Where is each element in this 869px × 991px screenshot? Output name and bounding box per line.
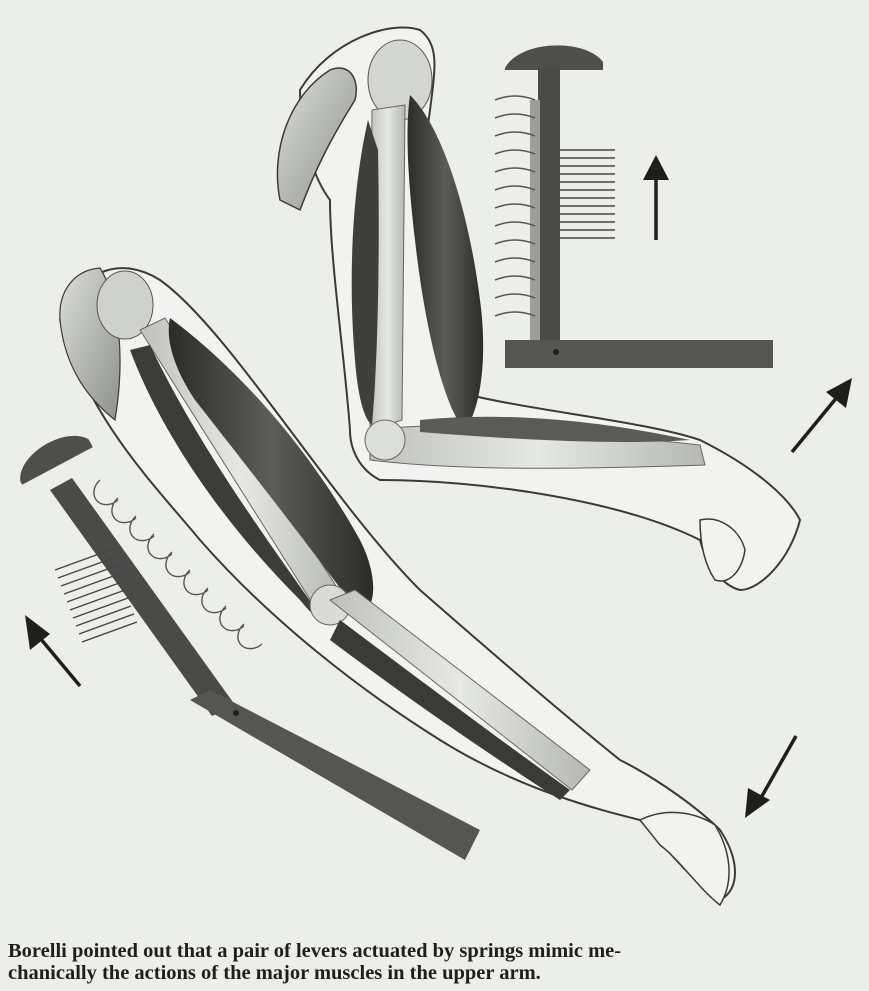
upright-lever-shaft xyxy=(538,68,560,348)
upright-short-spring xyxy=(560,150,615,238)
caption-line-2: chanically the actions of the major musc… xyxy=(8,962,858,984)
figure-caption: Borelli pointed out that a pair of lever… xyxy=(8,940,858,984)
arrow-up-left-icon xyxy=(25,615,80,686)
flexed-elbow-joint xyxy=(365,420,405,460)
extended-hand xyxy=(640,812,729,905)
upright-lever-base xyxy=(505,340,773,368)
borelli-arm-lever-illustration xyxy=(0,0,869,930)
upright-lever-pivot xyxy=(553,349,559,355)
arrow-up-right-icon xyxy=(792,378,852,452)
upright-lever-model xyxy=(495,45,773,368)
arrow-down-left-icon xyxy=(745,736,796,818)
upright-long-spring xyxy=(495,96,535,316)
diagonal-lever-pivot xyxy=(233,710,239,716)
diagonal-lever-cap xyxy=(11,425,93,484)
upright-lever-cap xyxy=(505,45,603,70)
arrow-up-icon xyxy=(643,155,669,240)
caption-line-1: Borelli pointed out that a pair of lever… xyxy=(8,940,858,962)
